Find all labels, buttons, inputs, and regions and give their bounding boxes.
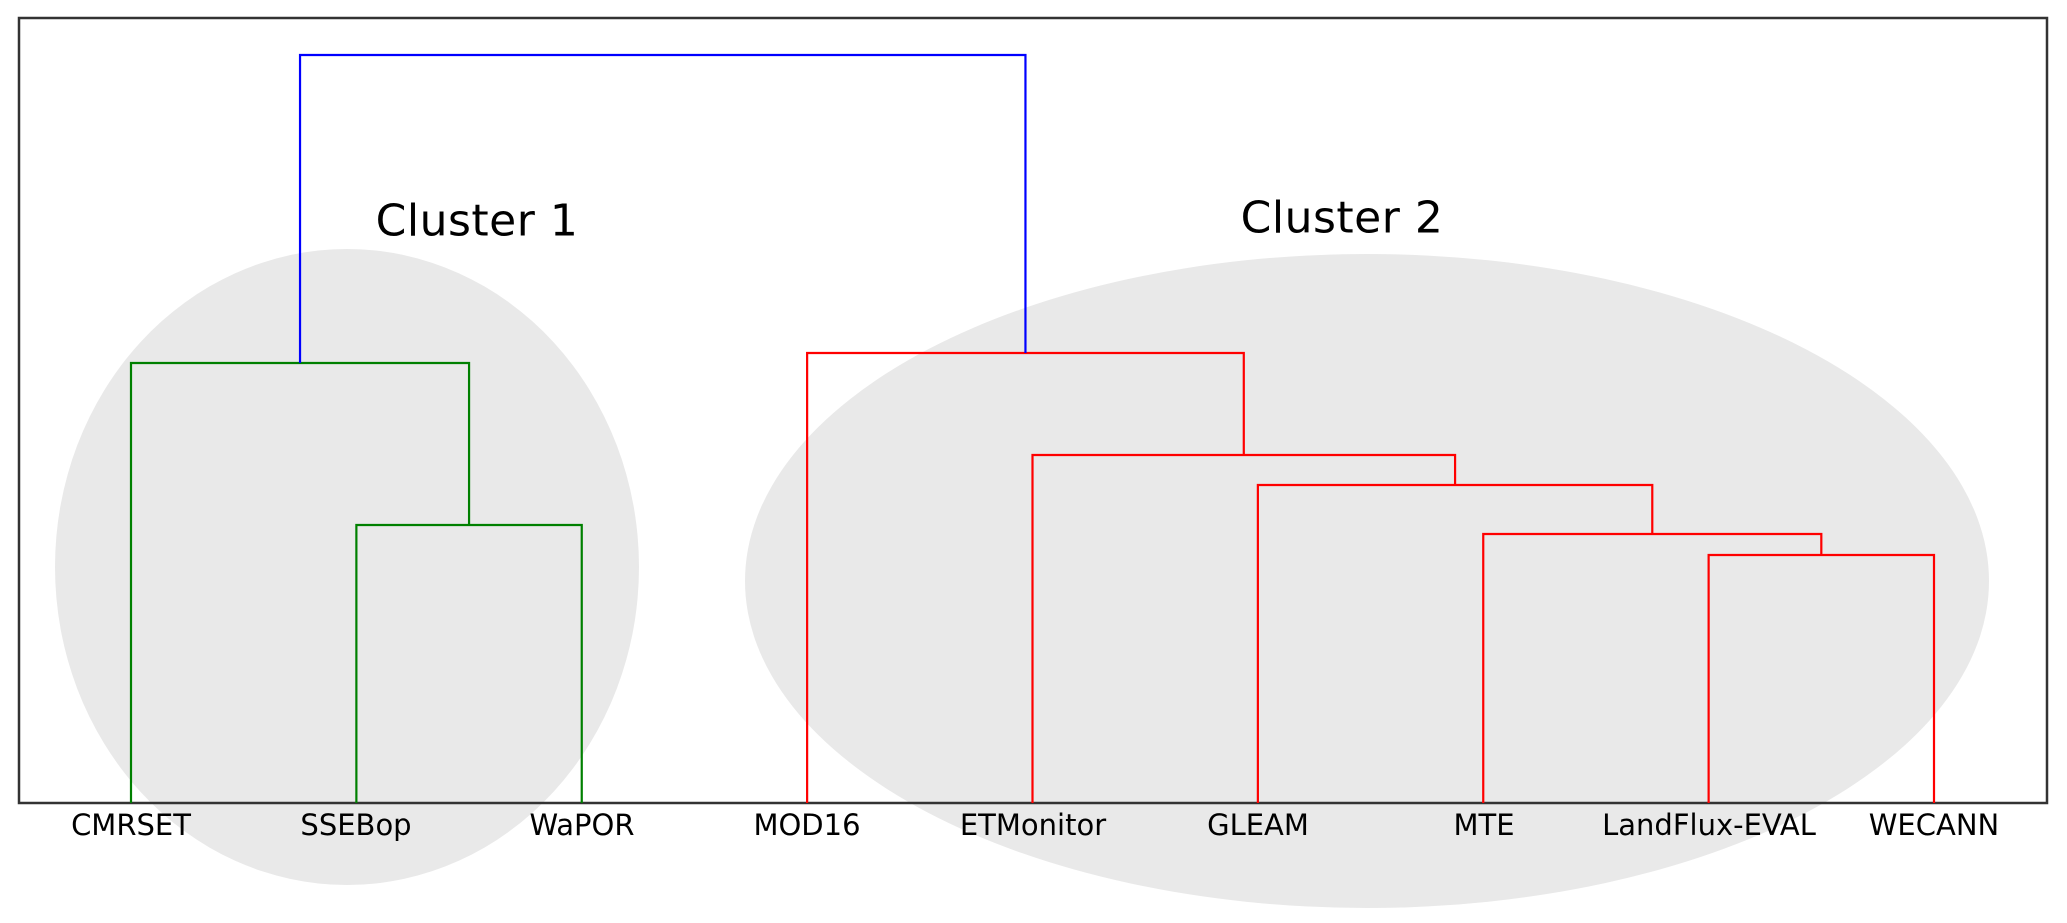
leaf-label-wapor: WaPOR (529, 808, 635, 842)
leaf-label-mte: MTE (1453, 808, 1515, 842)
leaf-label-ssebop: SSEBop (300, 808, 412, 842)
cluster1-label: Cluster 1 (375, 195, 579, 247)
cluster2-label: Cluster 2 (1240, 192, 1444, 244)
cluster1-ellipse (55, 249, 639, 885)
cluster2-ellipse (745, 254, 1989, 908)
leaf-label-cmrset: CMRSET (71, 808, 191, 842)
dendrogram-link-m7 (298, 53, 1027, 363)
leaf-label-etmonitor: ETMonitor (959, 808, 1107, 842)
leaf-label-mod16: MOD16 (753, 808, 861, 842)
leaf-label-wecann: WECANN (1868, 808, 2000, 842)
dendrogram-links (129, 53, 1936, 803)
leaf-label-gleam: GLEAM (1207, 808, 1309, 842)
leaf-label-landflux-eval: LandFlux-EVAL (1602, 808, 1816, 842)
